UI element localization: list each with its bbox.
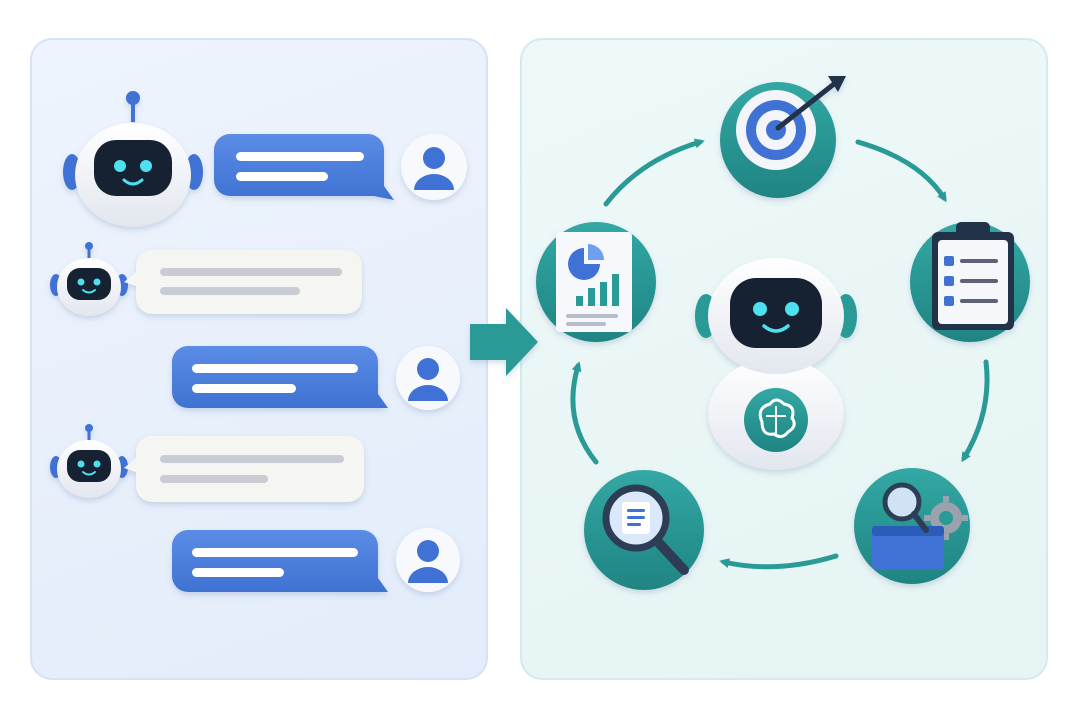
user-avatar bbox=[401, 134, 467, 200]
message-bubble-bot-1 bbox=[124, 250, 362, 314]
bot-avatar-small bbox=[50, 424, 128, 498]
cycle-arrows bbox=[570, 138, 990, 570]
target-goal-icon bbox=[720, 76, 846, 198]
arrow-right-icon bbox=[470, 308, 538, 376]
message-bubble-user-3 bbox=[172, 530, 388, 592]
user-avatar bbox=[396, 528, 460, 592]
checklist-plan-icon bbox=[910, 222, 1030, 342]
bot-avatar-large bbox=[63, 91, 203, 227]
bot-avatar-small bbox=[50, 242, 128, 316]
user-avatar bbox=[396, 346, 460, 410]
magnifier-review-icon bbox=[584, 470, 704, 590]
message-bubble-bot-2 bbox=[124, 436, 364, 502]
robot-brain-icon bbox=[695, 258, 857, 470]
report-chart-icon bbox=[536, 222, 656, 342]
message-bubble-user-1 bbox=[214, 134, 394, 200]
toolbox-tools-icon bbox=[854, 468, 970, 584]
message-bubble-user-2 bbox=[172, 346, 388, 408]
